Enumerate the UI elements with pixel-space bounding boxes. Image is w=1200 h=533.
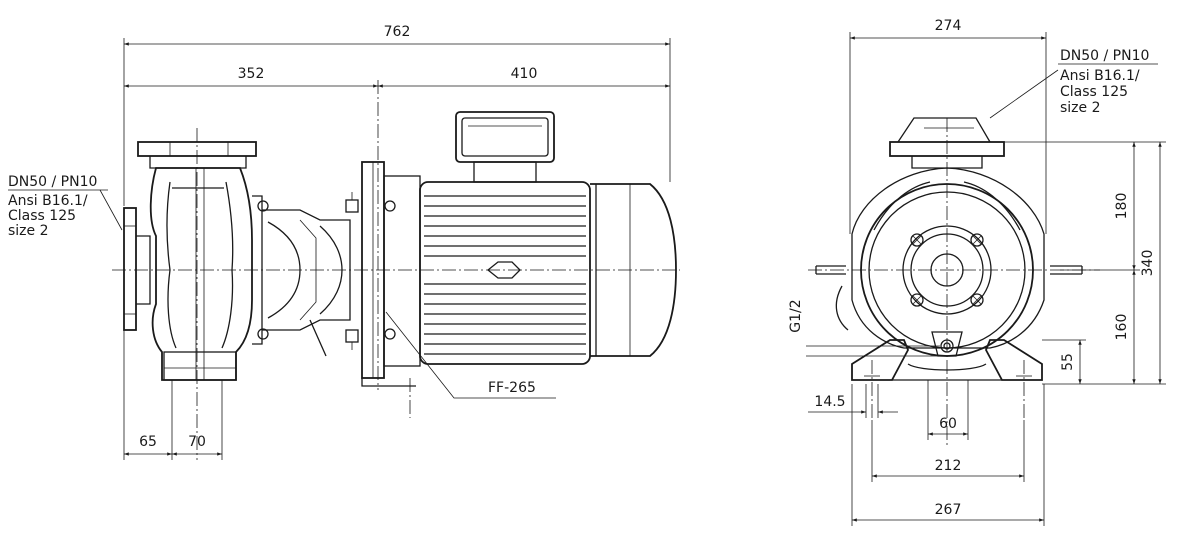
right-flange-spec-line2: Ansi B16.1/ — [1060, 68, 1140, 84]
flange-bolts — [910, 233, 984, 307]
side-view — [112, 80, 680, 460]
right-flange-spec-line1: DN50 / PN10 — [1060, 48, 1149, 64]
dim-motor-length: 410 — [511, 66, 538, 82]
dim-base-height: 55 — [1060, 353, 1076, 371]
motor-outline — [851, 167, 1045, 349]
pump-casing — [149, 167, 253, 381]
dimension-labels: 762 352 410 65 70 274 180 340 160 55 G1/… — [139, 18, 1156, 518]
cooling-fins — [424, 195, 586, 355]
left-flange-spec-line3: Class 125 — [8, 208, 76, 224]
dim-base-width: 267 — [935, 502, 962, 518]
dim-bolt-hole: 14.5 — [814, 394, 845, 410]
dim-drain-spacing: 60 — [939, 416, 957, 432]
cable — [835, 285, 849, 331]
right-flange-spec-line3: Class 125 — [1060, 84, 1128, 100]
dim-overall-length: 762 — [384, 24, 411, 40]
suction-flange — [123, 207, 151, 331]
dim-top-height: 180 — [1114, 193, 1130, 220]
left-flange-spec-line4: size 2 — [8, 223, 49, 239]
motor-flange-label: FF-265 — [488, 380, 536, 396]
front-view — [808, 117, 1100, 448]
left-flange-spec-line1: DN50 / PN10 — [8, 174, 97, 190]
dim-total-height: 340 — [1140, 250, 1156, 277]
dim-suction-to-flange: 352 — [238, 66, 265, 82]
terminal-box — [455, 111, 555, 183]
dim-foot-offset-b: 70 — [188, 434, 206, 450]
right-flange-spec-line4: size 2 — [1060, 100, 1101, 116]
bearing-bracket — [252, 192, 359, 357]
dim-foot-spacing: 212 — [935, 458, 962, 474]
left-flange-spec-line2: Ansi B16.1/ — [8, 193, 88, 209]
dim-foot-offset-a: 65 — [139, 434, 157, 450]
front-discharge-flange — [889, 117, 1005, 169]
dimension-lines — [8, 32, 1166, 526]
callout-labels: DN50 / PN10 Ansi B16.1/ Class 125 size 2… — [8, 48, 1149, 396]
lug-left — [815, 265, 846, 275]
pump-base — [851, 339, 1043, 420]
dim-bottom-height: 160 — [1114, 314, 1130, 341]
motor-flange — [361, 80, 421, 418]
motor-body — [419, 111, 677, 365]
drain-plug — [931, 331, 963, 357]
dim-drain-port: G1/2 — [788, 299, 804, 332]
dim-overall-width: 274 — [935, 18, 962, 34]
